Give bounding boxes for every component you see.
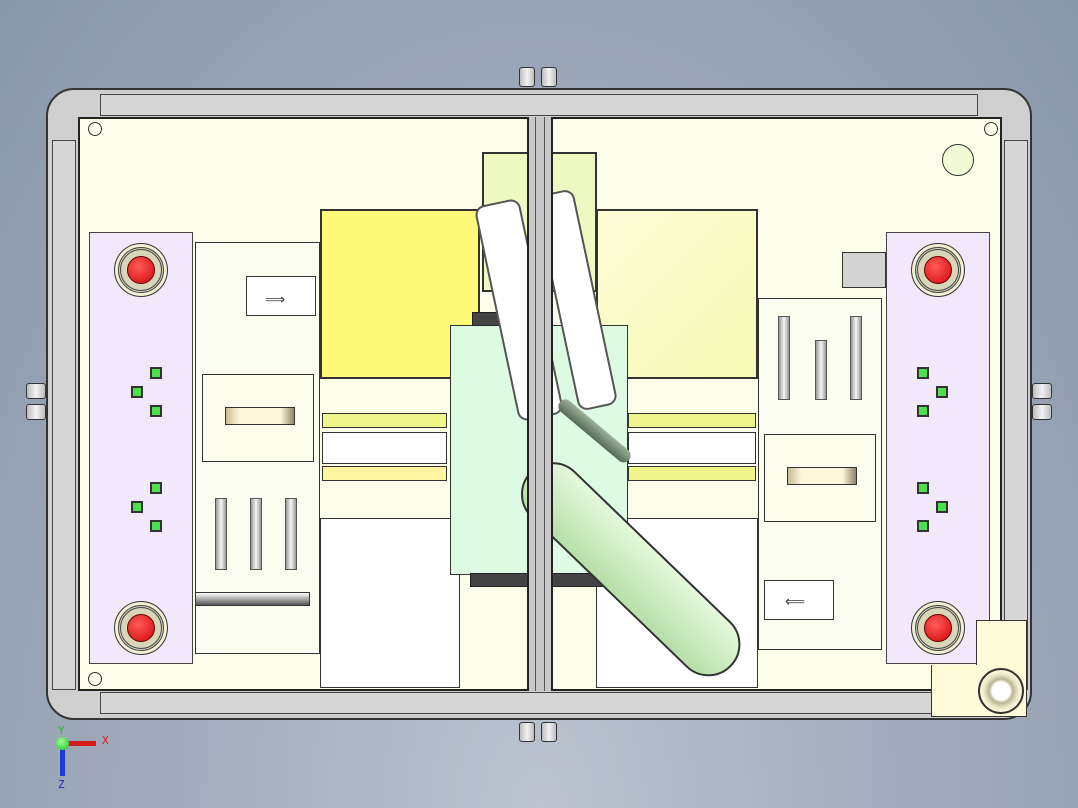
guide-rod (215, 498, 227, 570)
emergency-stop-button[interactable] (114, 243, 168, 297)
arrow-left-icon: ⟸ (785, 593, 806, 609)
right-rail-carriage (628, 432, 756, 464)
cable-box (842, 252, 886, 288)
status-indicator (917, 520, 929, 532)
left-lower-plate (320, 518, 460, 688)
emergency-stop-button[interactable] (911, 243, 965, 297)
status-indicator (917, 482, 929, 494)
guide-rod (778, 316, 790, 400)
frame-rail-right (1004, 140, 1028, 690)
frame-rail-top (100, 94, 978, 116)
status-indicator (150, 520, 162, 532)
corner-bracket (976, 620, 1027, 666)
emergency-stop-button[interactable] (911, 601, 965, 655)
status-indicator (131, 386, 143, 398)
connector-top-1 (519, 67, 535, 87)
status-indicator (917, 405, 929, 417)
z-axis-arrow (60, 746, 65, 776)
z-axis-label: Z (58, 778, 65, 791)
right-linear-rail-bottom (628, 466, 756, 481)
guide-rod (250, 498, 262, 570)
emergency-stop-button[interactable] (114, 601, 168, 655)
frame-rail-bottom (100, 692, 978, 714)
right-control-panel (886, 232, 990, 664)
tray-slot (787, 467, 857, 485)
right-linear-rail-top (628, 413, 756, 428)
connector-bottom-1 (519, 722, 535, 742)
left-rail-carriage (322, 432, 447, 464)
tray-slot (225, 407, 295, 425)
mount-hole (88, 122, 102, 136)
rotary-knob[interactable] (978, 668, 1024, 714)
right-feeder-motor: ⟸ (764, 580, 834, 620)
y-axis-origin (56, 737, 69, 750)
mount-hole (88, 672, 102, 686)
mount-hole (984, 122, 998, 136)
status-indicator (131, 501, 143, 513)
status-indicator (150, 405, 162, 417)
status-indicator (936, 501, 948, 513)
status-indicator (150, 482, 162, 494)
left-control-panel (89, 232, 193, 664)
connector-right-1 (1032, 383, 1052, 399)
status-indicator (150, 367, 162, 379)
center-divider-rail (527, 117, 553, 691)
frame-rail-left (52, 140, 76, 690)
left-feeder-motor: ⟹ (246, 276, 316, 316)
guide-rod (285, 498, 297, 570)
status-indicator (936, 386, 948, 398)
y-axis-label: Y (58, 724, 65, 737)
x-axis-arrow (66, 741, 96, 746)
arrow-right-icon: ⟹ (265, 291, 286, 307)
guide-rod (815, 340, 827, 400)
left-linear-rail-bottom (322, 466, 447, 481)
connector-bottom-2 (541, 722, 557, 742)
connector-left-1 (26, 383, 46, 399)
guide-rod (850, 316, 862, 400)
large-port-hole (942, 144, 974, 176)
status-indicator (917, 367, 929, 379)
connector-top-2 (541, 67, 557, 87)
connector-right-2 (1032, 404, 1052, 420)
x-axis-label: X (102, 734, 109, 747)
cylinder (195, 592, 310, 606)
right-tray-holder (764, 434, 876, 522)
left-linear-rail-top (322, 413, 447, 428)
connector-left-2 (26, 404, 46, 420)
left-tray-holder (202, 374, 314, 462)
